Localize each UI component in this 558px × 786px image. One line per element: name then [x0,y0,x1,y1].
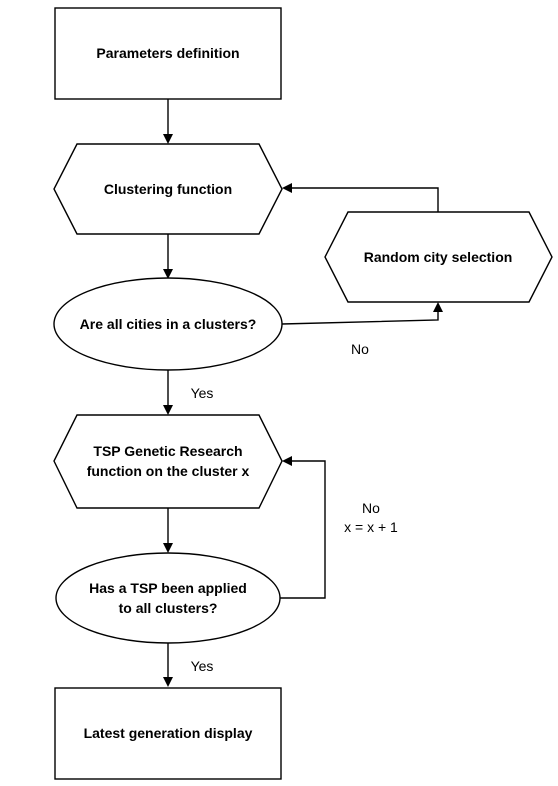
edge-label-yes-latest: Yes [191,658,214,674]
node-decision-tsp-applied [55,552,281,644]
edge-decision-no-loop-to-tsp [280,460,326,599]
node-clustering-function-label: Clustering function [104,181,232,197]
node-decision-tsp-applied-label-line2: to all clusters? [119,600,218,616]
node-tsp-genetic-research-label-line1: TSP Genetic Research [93,443,242,459]
node-decision-all-cities-label: Are all cities in a clusters? [80,316,257,332]
edge-label-no-loop: No [362,500,380,516]
arrowhead [163,269,173,279]
node-random-city-selection-label: Random city selection [364,249,513,265]
node-tsp-genetic-research-label-line2: function on the cluster x [87,463,250,479]
arrowhead [163,543,173,553]
arrowhead [433,302,443,312]
arrowhead [282,456,292,466]
arrowhead [163,677,173,687]
node-latest-generation-display [54,687,282,780]
node-latest-generation-display-label: Latest generation display [84,725,253,741]
node-random-city-selection [324,211,553,303]
edge-label-increment: x = x + 1 [344,519,398,535]
edge-label-no-random: No [351,341,369,357]
node-decision-all-cities [53,277,283,371]
edge-decision-no-to-random [281,312,439,325]
edge-label-yes-tsp: Yes [191,385,214,401]
arrowhead [163,405,173,415]
node-parameters-definition [54,7,282,100]
node-tsp-genetic-research [53,414,283,509]
node-decision-tsp-applied-label-line1: Has a TSP been applied [89,580,247,596]
arrowhead [282,183,292,193]
node-clustering-function [53,143,283,235]
arrowhead [163,134,173,144]
node-parameters-definition-label: Parameters definition [96,45,239,61]
edge-random-to-clustering [292,187,439,212]
